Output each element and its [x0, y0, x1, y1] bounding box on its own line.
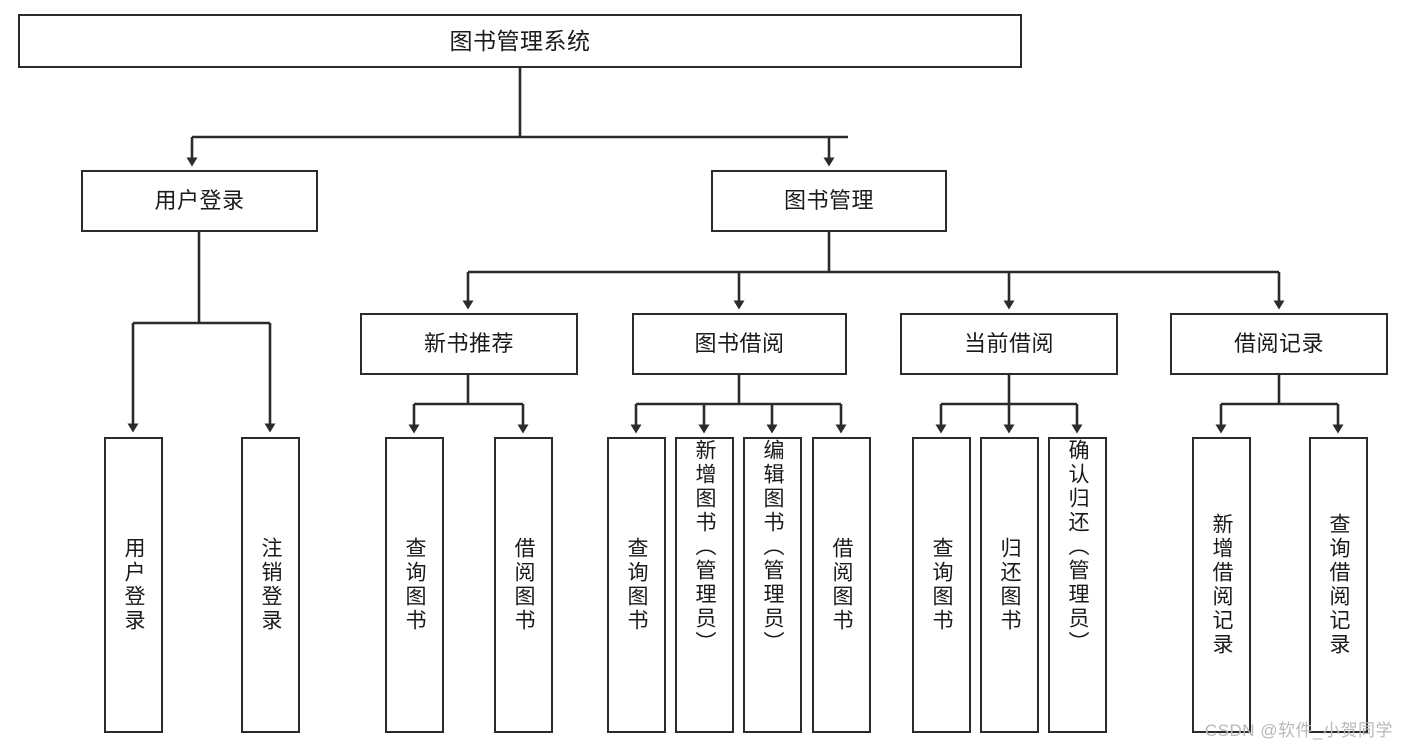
- node-borrow-record[interactable]: 借阅记录: [1170, 313, 1388, 375]
- node-user-login-label: 用户登录: [154, 188, 245, 214]
- node-leaf-edit-book-label: 编辑图书（管理员）: [761, 439, 784, 655]
- node-leaf-confirm-return[interactable]: 确认归还（管理员）: [1048, 437, 1107, 733]
- node-current-borrow-label: 当前借阅: [963, 331, 1054, 357]
- node-book-manage-label: 图书管理: [783, 188, 874, 214]
- node-leaf-logout-label: 注销登录: [259, 537, 282, 633]
- node-root[interactable]: 图书管理系统: [18, 14, 1022, 68]
- node-book-borrow[interactable]: 图书借阅: [632, 313, 847, 375]
- node-leaf-confirm-return-label: 确认归还（管理员）: [1066, 439, 1089, 655]
- node-leaf-query-book-1-label: 查询图书: [403, 537, 426, 633]
- node-leaf-query-book-2[interactable]: 查询图书: [607, 437, 666, 733]
- watermark: CSDN @软件_小贺同学: [1204, 721, 1393, 740]
- node-leaf-query-book-3-label: 查询图书: [930, 537, 953, 633]
- node-book-manage[interactable]: 图书管理: [711, 170, 947, 232]
- node-current-borrow[interactable]: 当前借阅: [900, 313, 1118, 375]
- node-leaf-borrow-book-2-label: 借阅图书: [830, 537, 853, 633]
- node-leaf-query-book-3[interactable]: 查询图书: [912, 437, 971, 733]
- node-leaf-return-book[interactable]: 归还图书: [980, 437, 1039, 733]
- node-leaf-query-book-1[interactable]: 查询图书: [385, 437, 444, 733]
- node-leaf-borrow-book-1-label: 借阅图书: [512, 537, 535, 633]
- node-root-label: 图书管理系统: [449, 27, 591, 54]
- node-borrow-record-label: 借阅记录: [1233, 331, 1324, 357]
- node-leaf-query-record-label: 查询借阅记录: [1327, 513, 1350, 657]
- node-leaf-return-book-label: 归还图书: [998, 537, 1021, 633]
- node-leaf-query-book-2-label: 查询图书: [625, 537, 648, 633]
- node-new-book-rec[interactable]: 新书推荐: [360, 313, 578, 375]
- node-new-book-rec-label: 新书推荐: [423, 331, 514, 357]
- node-leaf-logout[interactable]: 注销登录: [241, 437, 300, 733]
- node-leaf-query-record[interactable]: 查询借阅记录: [1309, 437, 1368, 733]
- node-leaf-add-book[interactable]: 新增图书（管理员）: [675, 437, 734, 733]
- node-leaf-borrow-book-2[interactable]: 借阅图书: [812, 437, 871, 733]
- node-leaf-add-book-label: 新增图书（管理员）: [693, 439, 716, 655]
- node-leaf-user-login[interactable]: 用户登录: [104, 437, 163, 733]
- node-leaf-borrow-book-1[interactable]: 借阅图书: [494, 437, 553, 733]
- node-leaf-user-login-label: 用户登录: [122, 537, 145, 633]
- node-user-login[interactable]: 用户登录: [81, 170, 318, 232]
- node-book-borrow-label: 图书借阅: [694, 331, 785, 357]
- node-leaf-add-record-label: 新增借阅记录: [1210, 513, 1233, 657]
- node-leaf-edit-book[interactable]: 编辑图书（管理员）: [743, 437, 802, 733]
- node-leaf-add-record[interactable]: 新增借阅记录: [1192, 437, 1251, 733]
